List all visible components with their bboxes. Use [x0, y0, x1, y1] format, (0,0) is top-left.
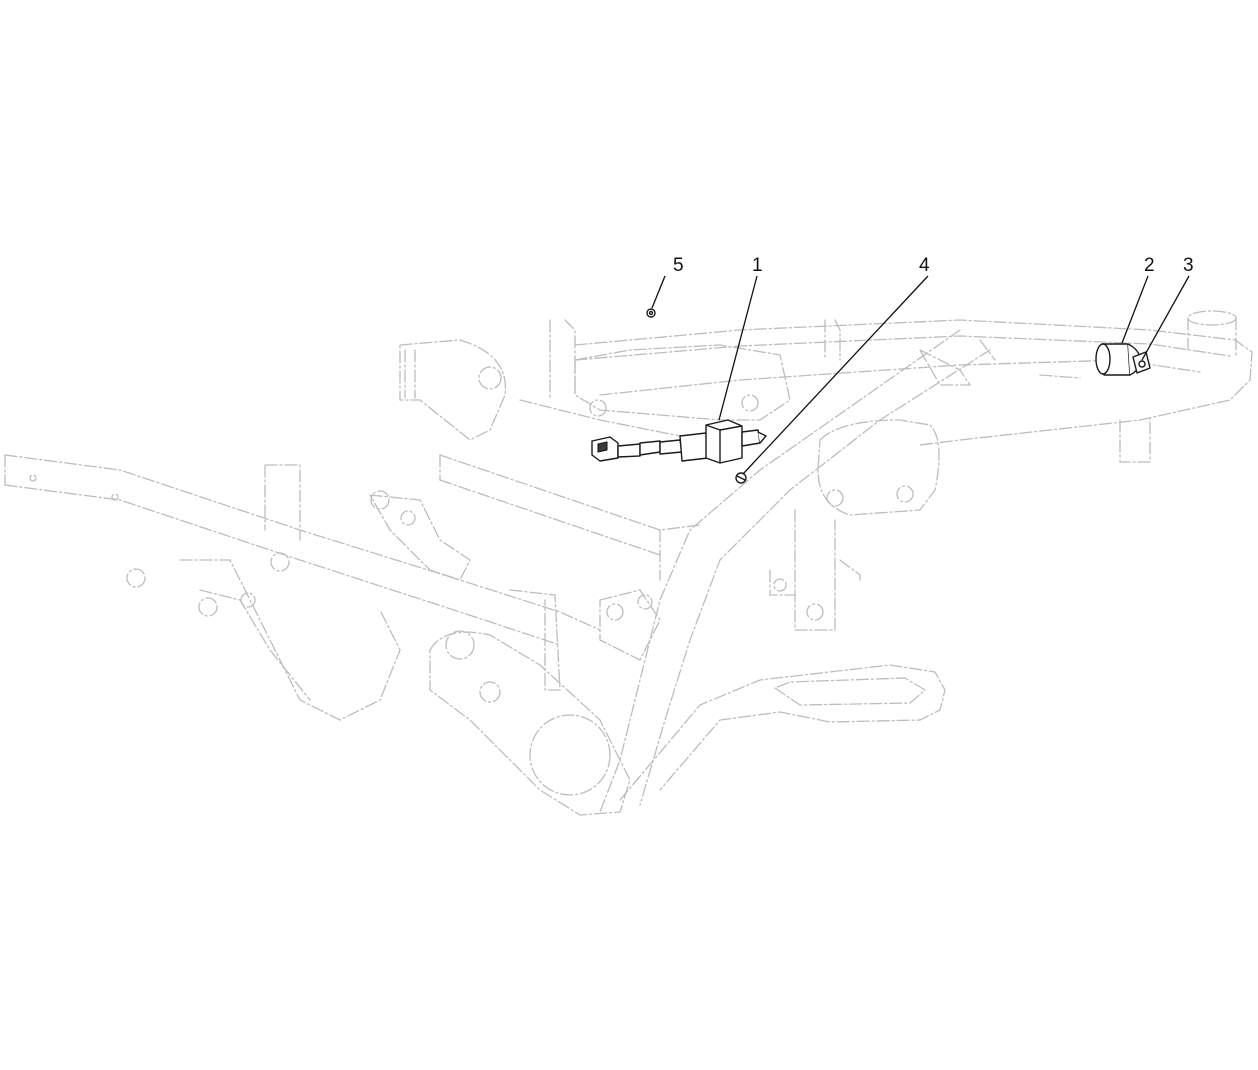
actuator-part-1 — [591, 419, 767, 464]
callout-4: 4 — [919, 255, 930, 276]
leader-lines — [651, 275, 1190, 475]
nut-part-5 — [646, 308, 656, 318]
bolt-part-4 — [735, 472, 747, 484]
callout-1: 1 — [752, 255, 763, 276]
callout-3: 3 — [1183, 255, 1194, 276]
callout-5: 5 — [673, 255, 684, 276]
clamp-part-3 — [1132, 351, 1151, 374]
chassis-frame-phantom — [4, 310, 1253, 816]
callout-2: 2 — [1144, 255, 1155, 276]
